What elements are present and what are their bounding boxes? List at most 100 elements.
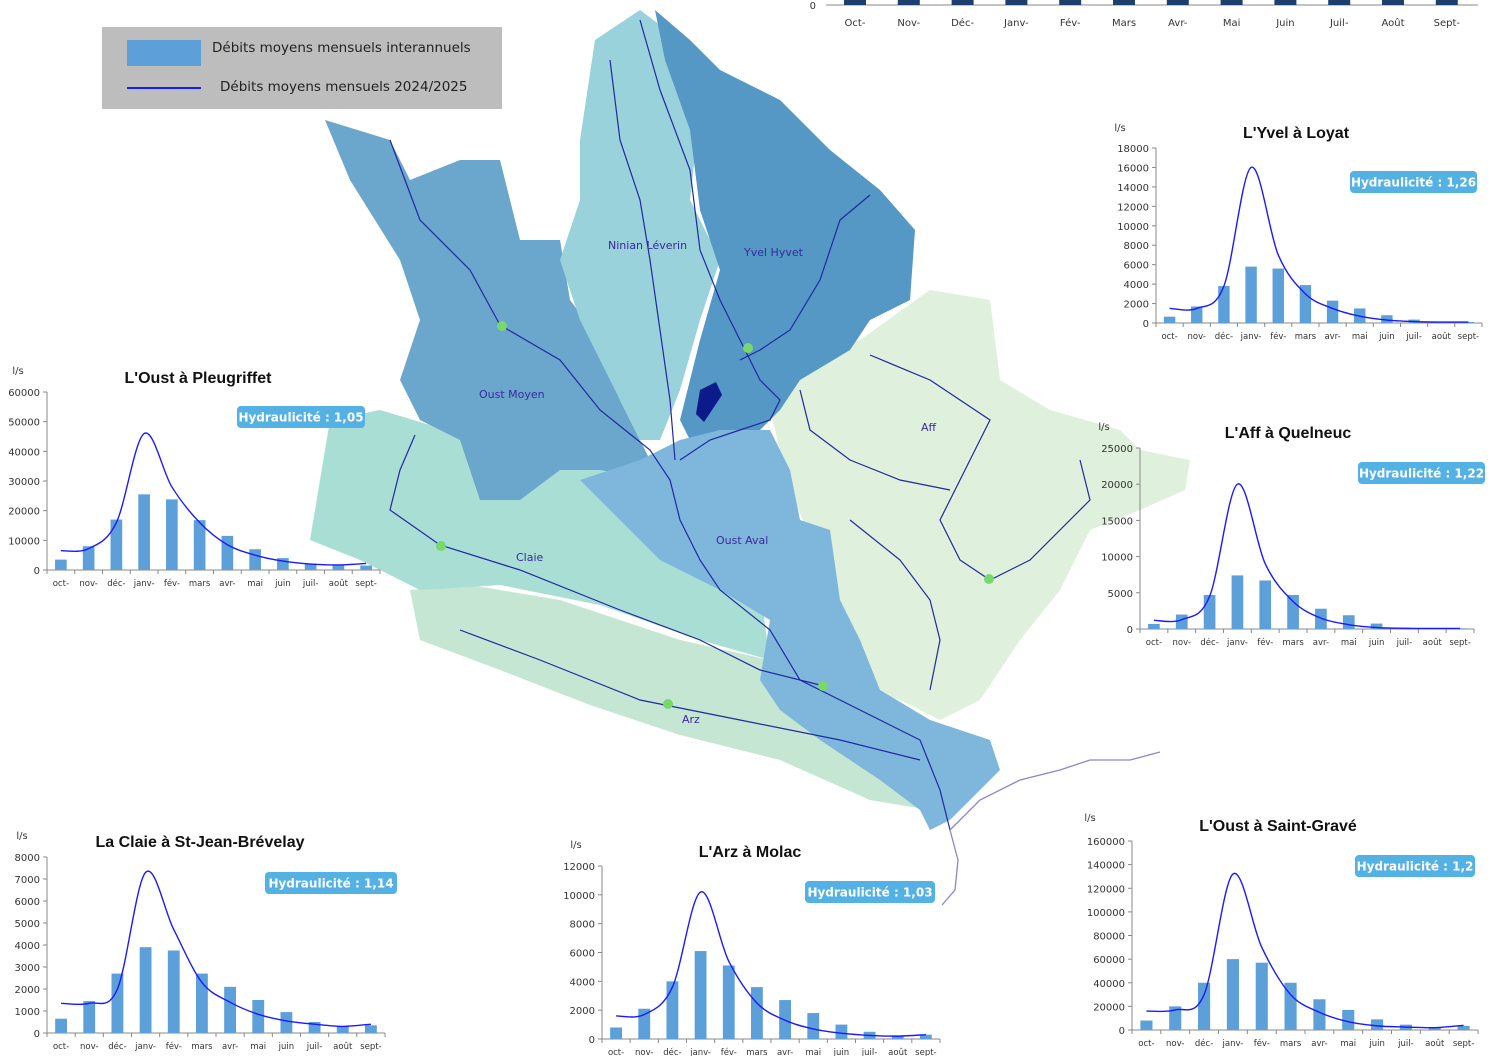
y-tick-label: 12000 bbox=[563, 862, 595, 873]
bar bbox=[1255, 962, 1268, 1030]
basin-label: Oust Aval bbox=[716, 534, 768, 547]
x-tick-label: mai bbox=[1341, 638, 1357, 648]
x-tick-label: janv- bbox=[1240, 332, 1262, 342]
bar bbox=[249, 549, 261, 570]
x-tick-label: juil- bbox=[1405, 332, 1422, 342]
estuary bbox=[949, 751, 1161, 831]
bar bbox=[891, 1035, 904, 1039]
bar bbox=[55, 559, 67, 570]
top-chart-zero: 0 bbox=[810, 1, 816, 12]
hydraulicite-badge bbox=[1358, 462, 1485, 484]
basin-label: Ninian Léverin bbox=[608, 239, 687, 252]
bar bbox=[920, 1034, 932, 1039]
bar bbox=[336, 1026, 349, 1033]
x-tick-label: fév- bbox=[164, 578, 180, 589]
x-tick-label: oct- bbox=[53, 579, 69, 589]
y-tick-label: 7000 bbox=[15, 875, 40, 886]
x-tick-label: mars bbox=[191, 1042, 213, 1052]
top-chart-month-label: Fév- bbox=[1060, 17, 1081, 29]
y-tick-label: 18000 bbox=[1117, 144, 1149, 155]
chart-oust-pleugriffet: L'Oust à Pleugriffetl/s01000020000300004… bbox=[8, 366, 381, 589]
top-chart-month-label: Juin bbox=[1275, 18, 1294, 29]
basin-arz bbox=[410, 585, 940, 810]
x-tick-label: déc- bbox=[1200, 637, 1218, 648]
bar bbox=[332, 564, 345, 570]
series-line bbox=[616, 891, 926, 1037]
x-tick-label: août bbox=[333, 1042, 353, 1052]
basin-yvel-hyvet bbox=[655, 10, 915, 440]
series-line bbox=[1169, 166, 1469, 323]
y-tick-label: 0 bbox=[34, 566, 40, 577]
y-tick-label: 30000 bbox=[8, 477, 40, 488]
basin-claie bbox=[310, 410, 770, 660]
bar bbox=[1272, 268, 1284, 323]
basin-ninian-leverin bbox=[560, 10, 720, 440]
y-tick-label: 120000 bbox=[1087, 884, 1125, 895]
x-tick-label: fév- bbox=[1270, 331, 1286, 342]
x-tick-label: août bbox=[1423, 638, 1443, 648]
lake bbox=[696, 382, 722, 422]
x-tick-label: juin bbox=[1368, 1039, 1385, 1049]
x-tick-label: janv- bbox=[689, 1048, 711, 1056]
bar bbox=[365, 1025, 377, 1033]
x-tick-label: mars bbox=[1282, 638, 1304, 648]
bar bbox=[638, 1008, 651, 1039]
station-dot-saint-grave bbox=[818, 681, 828, 691]
y-tick-label: 50000 bbox=[8, 418, 40, 429]
top-chart-bar bbox=[1435, 0, 1458, 5]
legend-bar-swatch bbox=[127, 40, 201, 66]
y-tick-label: 10000 bbox=[8, 536, 40, 547]
y-tick-label: 5000 bbox=[15, 919, 40, 930]
bar bbox=[751, 987, 763, 1039]
top-chart-bar bbox=[1005, 0, 1028, 5]
basin-label: Arz bbox=[682, 713, 700, 726]
x-tick-label: mai bbox=[247, 579, 263, 589]
y-tick-label: 20000 bbox=[8, 507, 40, 518]
x-tick-label: mars bbox=[189, 579, 211, 589]
bar bbox=[83, 1001, 96, 1033]
x-tick-label: déc- bbox=[107, 578, 125, 589]
station-dot-st-jean-brevelay bbox=[436, 541, 446, 551]
y-tick-label: 8000 bbox=[570, 920, 595, 931]
y-axis-unit: l/s bbox=[570, 840, 581, 851]
bar bbox=[139, 947, 152, 1033]
bar bbox=[1140, 1020, 1153, 1030]
x-tick-label: mai bbox=[1340, 1039, 1356, 1049]
x-tick-label: janv- bbox=[1222, 1039, 1244, 1049]
x-tick-label: fév- bbox=[166, 1041, 182, 1052]
x-tick-label: mai bbox=[250, 1042, 266, 1052]
x-tick-label: nov- bbox=[80, 1042, 98, 1052]
river-network bbox=[389, 19, 1091, 831]
bar bbox=[1381, 315, 1393, 323]
y-tick-label: 4000 bbox=[15, 941, 40, 952]
top-chart-month-label: Oct- bbox=[845, 18, 866, 29]
bar bbox=[252, 1000, 265, 1033]
legend: Débits moyens mensuels interannuels Débi… bbox=[102, 27, 502, 109]
y-tick-label: 10000 bbox=[1101, 553, 1133, 564]
bar bbox=[304, 563, 317, 570]
y-tick-label: 4000 bbox=[570, 977, 595, 988]
bar bbox=[1198, 982, 1211, 1030]
hydraulicite-label: Hydraulicité : 1,26 bbox=[1351, 176, 1476, 190]
x-tick-label: oct- bbox=[1146, 638, 1162, 648]
x-tick-label: juin bbox=[1368, 638, 1385, 648]
bar bbox=[1163, 316, 1176, 323]
y-tick-label: 8000 bbox=[1124, 241, 1149, 252]
x-tick-label: fév- bbox=[721, 1047, 737, 1056]
series-line bbox=[1153, 483, 1461, 630]
chart-title: L'Yvel à Loyat bbox=[1243, 125, 1350, 142]
x-tick-label: sept- bbox=[1458, 332, 1479, 342]
y-tick-label: 10000 bbox=[1117, 222, 1149, 233]
y-tick-label: 2000 bbox=[15, 985, 40, 996]
y-tick-label: 100000 bbox=[1087, 908, 1125, 919]
x-tick-label: juil- bbox=[1396, 638, 1413, 648]
y-tick-label: 2000 bbox=[570, 1006, 595, 1017]
y-tick-label: 0 bbox=[34, 1029, 40, 1040]
hydraulicite-label: Hydraulicité : 1,05 bbox=[238, 411, 363, 425]
x-tick-label: mai bbox=[1352, 332, 1368, 342]
top-chart-month-label: Mars bbox=[1112, 18, 1136, 29]
y-tick-label: 20000 bbox=[1093, 1002, 1125, 1013]
y-tick-label: 14000 bbox=[1117, 183, 1149, 194]
top-chart-bar bbox=[1382, 0, 1404, 5]
x-tick-label: oct- bbox=[53, 1042, 69, 1052]
